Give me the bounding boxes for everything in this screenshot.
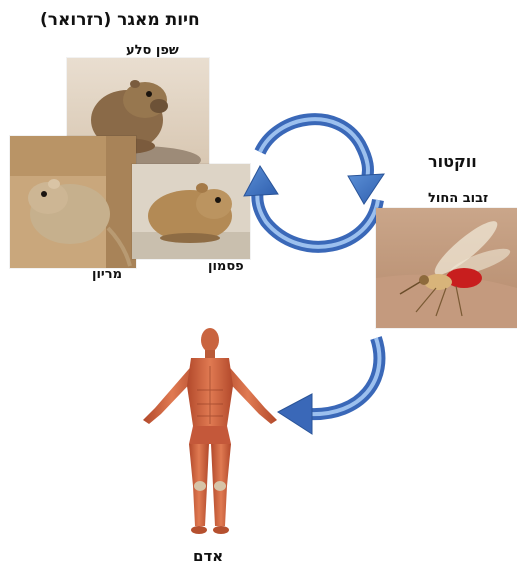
gerbil-label: מריון	[92, 268, 122, 281]
gerbil-photo	[10, 136, 136, 268]
hyrax-label: שפן סלע	[126, 44, 179, 57]
human-figure	[135, 326, 285, 546]
sandfly-label: זבוב החול	[428, 192, 488, 205]
rat-photo	[132, 164, 250, 259]
vector-to-human-arrow	[272, 330, 402, 440]
human-label: אדם	[193, 549, 223, 564]
sandfly-photo	[376, 208, 517, 328]
vector-title: ווקטור	[428, 154, 477, 170]
cycle-arrows	[238, 104, 398, 274]
reservoir-title: חיות מאגר (רזרואר)	[40, 12, 200, 29]
